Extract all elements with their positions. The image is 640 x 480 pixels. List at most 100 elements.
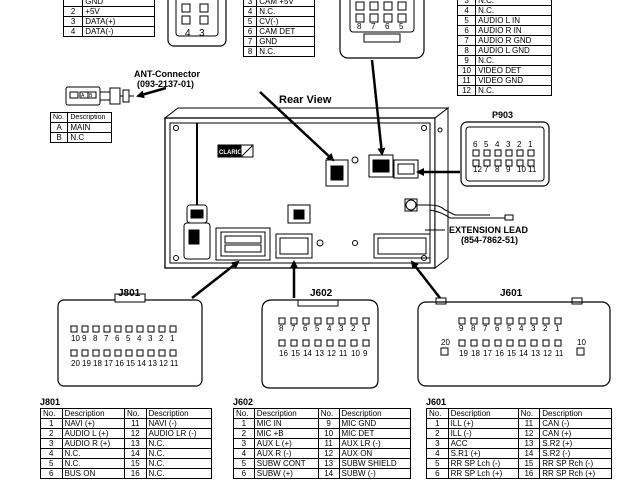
top-left-pin-description: +5V	[82, 6, 155, 17]
cam-pin-description: CAM DET	[256, 26, 315, 37]
video-pin-description: VIDEO DET	[475, 65, 552, 76]
j801-h-no1: No.	[40, 408, 63, 419]
j601-pin-label: 16	[495, 349, 504, 358]
video-pin-number: 4	[456, 5, 477, 16]
cam-pin-number: 7	[242, 36, 258, 47]
j601-pin-description: S.R1 (+)	[447, 448, 519, 459]
ant-pin-description: MAIN	[67, 122, 112, 133]
j801-pin	[147, 325, 155, 333]
j801-pin-description: NAVI (-)	[145, 418, 213, 429]
j601-pin-label: 17	[483, 349, 492, 358]
p903-pin-label: 6	[473, 140, 478, 149]
j801-pin-number: 4	[40, 448, 63, 459]
j801-pin-label: 14	[137, 359, 146, 368]
extension-lead-label: EXTENSION LEAD	[449, 225, 529, 235]
j801-pin-description: N.C.	[61, 448, 125, 459]
cam-pin-description: N.C.	[256, 6, 315, 17]
j801-h-desc1: Description	[61, 408, 125, 419]
video-pin-description: N.C.	[475, 55, 552, 66]
j801-pin-label: 5	[126, 334, 131, 343]
j801-pin	[136, 325, 144, 333]
p903-pin-label: 2	[517, 140, 522, 149]
video-pin-number: 5	[456, 15, 477, 26]
chassis-logo: CLARION	[219, 150, 246, 156]
j801-pin-label: 12	[159, 359, 168, 368]
j602-h-desc2: Description	[338, 408, 412, 419]
j602-pin	[302, 317, 310, 325]
j602-h-desc1: Description	[253, 408, 319, 419]
j601-pin-number: 6	[426, 468, 449, 479]
j602-pin	[350, 339, 358, 347]
j601-pin	[506, 339, 514, 347]
j601-pin-label: 5	[507, 324, 512, 333]
j601-table-title: J601	[426, 397, 447, 407]
j602-pin-label: 16	[279, 349, 288, 358]
j601-pin-description: S.R2 (+)	[539, 438, 612, 449]
j602-pin-label: 14	[303, 349, 312, 358]
j601-pin-label: 19	[459, 349, 468, 358]
j602-pin-label: 2	[351, 324, 356, 333]
j801-pin-label: 4	[137, 334, 142, 343]
j801-pin	[158, 325, 166, 333]
p903-label: P903	[492, 110, 514, 120]
j602-pin-label: 11	[339, 349, 348, 358]
video-pin-description: VIDEO GND	[475, 75, 552, 86]
j801-pin-number: 15	[123, 458, 147, 469]
j602-pin-number: 9	[317, 418, 340, 429]
cam-pin-number: 4	[242, 6, 258, 17]
j601-pin-number: 1	[426, 418, 449, 429]
j602-table-title: J602	[233, 397, 254, 407]
j601-pin-label: 12	[543, 349, 552, 358]
j602-pin-description: MIC GND	[338, 418, 412, 429]
j801-pin-label: 9	[82, 334, 87, 343]
j601-pin	[542, 317, 550, 325]
j602-pin-description: AUX L (+)	[253, 438, 319, 449]
j602-pin-description: MIC IN	[253, 418, 319, 429]
j801-pin-description: N.C.	[145, 448, 213, 459]
cam-plug: 4 3	[167, 0, 227, 47]
ant-connector-label: ANT-Connector	[134, 69, 200, 79]
j601-pin-label: 6	[495, 324, 500, 333]
j601-pin	[494, 339, 502, 347]
j801-pin-label: 19	[82, 359, 91, 368]
j602-pin-label: 4	[327, 324, 332, 333]
j602-pin	[362, 339, 370, 347]
video-pin-number: 9	[456, 55, 477, 66]
p903-pin	[494, 149, 502, 157]
cam-pin-description: CV(-)	[256, 16, 315, 27]
j601-pin-label: 2	[543, 324, 548, 333]
j601-pin	[530, 317, 538, 325]
p903-pin-label: 10	[517, 165, 526, 174]
cam-pin-description: N.C.	[256, 46, 315, 57]
j601-pin-number: 16	[517, 468, 541, 479]
j601-pin	[518, 317, 526, 325]
j601-pin-label: 15	[507, 349, 516, 358]
p903-pin-label: 4	[495, 140, 500, 149]
p903-pin	[527, 159, 535, 167]
j801-pin-description: AUDIO R (+)	[61, 438, 125, 449]
j602-pin-number: 12	[317, 448, 340, 459]
j602-pin-label: 7	[291, 324, 296, 333]
j601-pin	[554, 317, 562, 325]
video-pin-number: 7	[456, 35, 477, 46]
j801-pin-label: 3	[148, 334, 153, 343]
p903-pin	[483, 159, 491, 167]
